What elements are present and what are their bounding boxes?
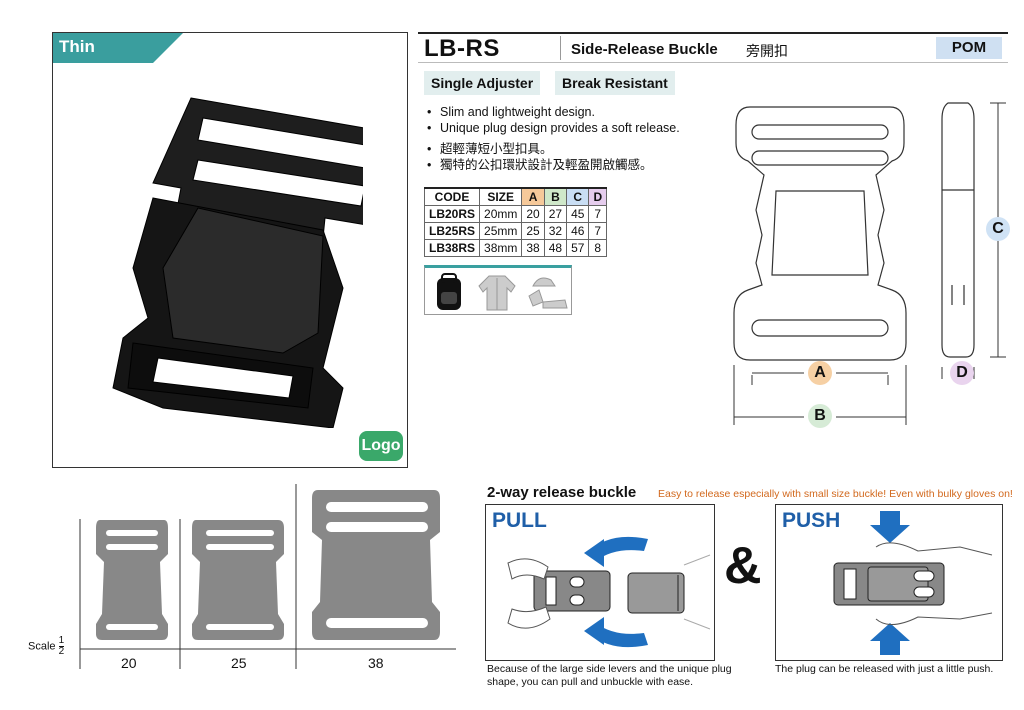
push-panel: PUSH <box>775 504 1003 661</box>
cell-c: 46 <box>566 221 590 240</box>
cell-a: 20 <box>521 204 545 223</box>
scale-denominator: 2 <box>58 646 65 657</box>
size-label-25: 25 <box>231 655 247 671</box>
bullets-en: Slim and lightweight design. Unique plug… <box>426 104 680 136</box>
cell-code: LB20RS <box>423 204 481 223</box>
cell-b: 48 <box>543 238 568 257</box>
scale-label: Scale 1 2 <box>28 635 65 657</box>
ampersand: & <box>724 537 762 595</box>
thin-label: Thin <box>59 37 95 56</box>
bullet-item: Unique plug design provides a soft relea… <box>426 120 680 136</box>
cell-c: 45 <box>566 204 590 223</box>
cell-a: 38 <box>521 238 545 257</box>
dimension-label-c: C <box>986 217 1010 241</box>
col-size: SIZE <box>479 187 523 206</box>
push-illustration <box>833 511 993 655</box>
pull-illustration <box>507 536 711 648</box>
release-subtitle: Easy to release especially with small si… <box>658 488 1013 500</box>
release-title: 2-way release buckle <box>487 484 637 501</box>
col-d: D <box>588 187 608 206</box>
cell-a: 25 <box>521 221 545 240</box>
pull-caption: Because of the large side levers and the… <box>487 663 732 688</box>
scale-word: Scale <box>28 640 56 653</box>
material-badge: POM <box>936 37 1002 59</box>
cell-code: LB38RS <box>423 238 481 257</box>
product-type: Side-Release Buckle <box>571 41 718 58</box>
thin-tag: Thin <box>53 33 183 63</box>
table-row: LB20RS 20mm 20 27 45 7 <box>423 204 608 223</box>
size-label-20: 20 <box>121 655 137 671</box>
dimension-label-d: D <box>950 361 974 385</box>
jacket-icon <box>478 275 516 311</box>
cell-size: 25mm <box>479 221 523 240</box>
cell-size: 38mm <box>479 238 523 257</box>
logo-badge: Logo <box>359 431 403 461</box>
feature-tag: Single Adjuster <box>424 71 541 95</box>
col-c: C <box>566 187 590 206</box>
dimension-label-b: B <box>808 404 832 428</box>
table-row: LB38RS 38mm 38 48 57 8 <box>423 238 608 257</box>
pull-panel: PULL <box>485 504 715 661</box>
backpack-icon <box>437 273 461 310</box>
dimension-label-a: A <box>808 361 832 385</box>
cell-d: 7 <box>588 204 608 223</box>
cap-glove-shoe-icon <box>528 277 568 309</box>
pull-heading: PULL <box>492 509 547 532</box>
cell-b: 27 <box>543 204 568 223</box>
header-rule-bottom <box>418 62 1008 63</box>
bullet-item: Slim and lightweight design. <box>426 104 680 120</box>
feature-tag: Break Resistant <box>555 71 675 95</box>
header-rule-top <box>418 32 1008 34</box>
buckle-photo <box>112 97 363 428</box>
cell-size: 20mm <box>479 204 523 223</box>
cell-c: 57 <box>566 238 590 257</box>
scale-silhouettes <box>79 484 456 669</box>
bullet-item: 獨特的公扣環狀設計及輕盈開啟觸感。 <box>426 157 653 173</box>
push-heading: PUSH <box>782 509 841 532</box>
col-a: A <box>521 187 545 206</box>
cell-d: 8 <box>588 238 608 257</box>
cell-d: 7 <box>588 221 608 240</box>
bullet-item: 超輕薄短小型扣具。 <box>426 141 653 157</box>
header-separator <box>560 36 561 60</box>
application-icons <box>424 265 572 315</box>
cell-b: 32 <box>543 221 568 240</box>
push-caption: The plug can be released with just a lit… <box>775 663 994 675</box>
product-photo-panel: Thin Logo <box>52 32 408 468</box>
table-header-row: CODE SIZE A B C D <box>423 187 608 206</box>
product-type-cn: 旁開扣 <box>746 43 788 59</box>
technical-drawing <box>733 102 1006 425</box>
table-row: LB25RS 25mm 25 32 46 7 <box>423 221 608 240</box>
bullets-cn: 超輕薄短小型扣具。 獨特的公扣環狀設計及輕盈開啟觸感。 <box>426 141 653 173</box>
scale-numerator: 1 <box>58 635 65 647</box>
col-b: B <box>543 187 568 206</box>
size-table: CODE SIZE A B C D LB20RS 20mm 20 27 45 7… <box>423 187 608 257</box>
model-code: LB-RS <box>424 35 500 62</box>
col-code: CODE <box>423 187 481 206</box>
size-label-38: 38 <box>368 655 384 671</box>
cell-code: LB25RS <box>423 221 481 240</box>
